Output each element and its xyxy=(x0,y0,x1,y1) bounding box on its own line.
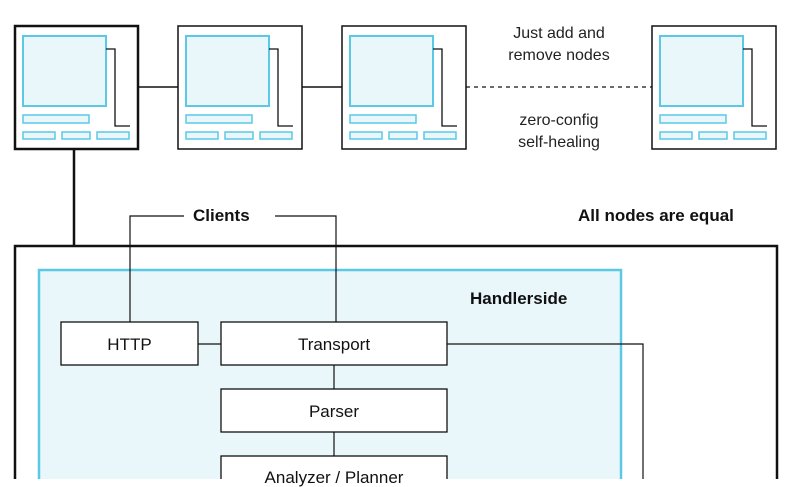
parser-label: Parser xyxy=(308,402,360,421)
clients-line-left xyxy=(129,215,184,322)
note-add-remove: Just add and remove nodes xyxy=(508,25,610,64)
transport-label: Transport xyxy=(297,335,371,354)
node-1 xyxy=(13,24,140,151)
note-zero-config: zero-config self-healing xyxy=(518,112,600,151)
node-2 xyxy=(177,25,303,150)
handlerside-frame xyxy=(37,268,623,479)
clients-label: Clients xyxy=(193,206,250,225)
analyzer-label: Analyzer / Planner xyxy=(264,468,404,487)
all-nodes-equal-label: All nodes are equal xyxy=(578,206,734,225)
node-4 xyxy=(651,25,777,150)
node-3 xyxy=(341,25,467,150)
connector-transport-right xyxy=(447,343,644,479)
handlerside-label: Handlerside xyxy=(470,289,568,308)
transport-box xyxy=(220,321,448,366)
http-box xyxy=(60,321,199,366)
clients-line-right xyxy=(275,215,337,322)
parser-box xyxy=(220,388,448,433)
http-label: HTTP xyxy=(107,335,152,354)
